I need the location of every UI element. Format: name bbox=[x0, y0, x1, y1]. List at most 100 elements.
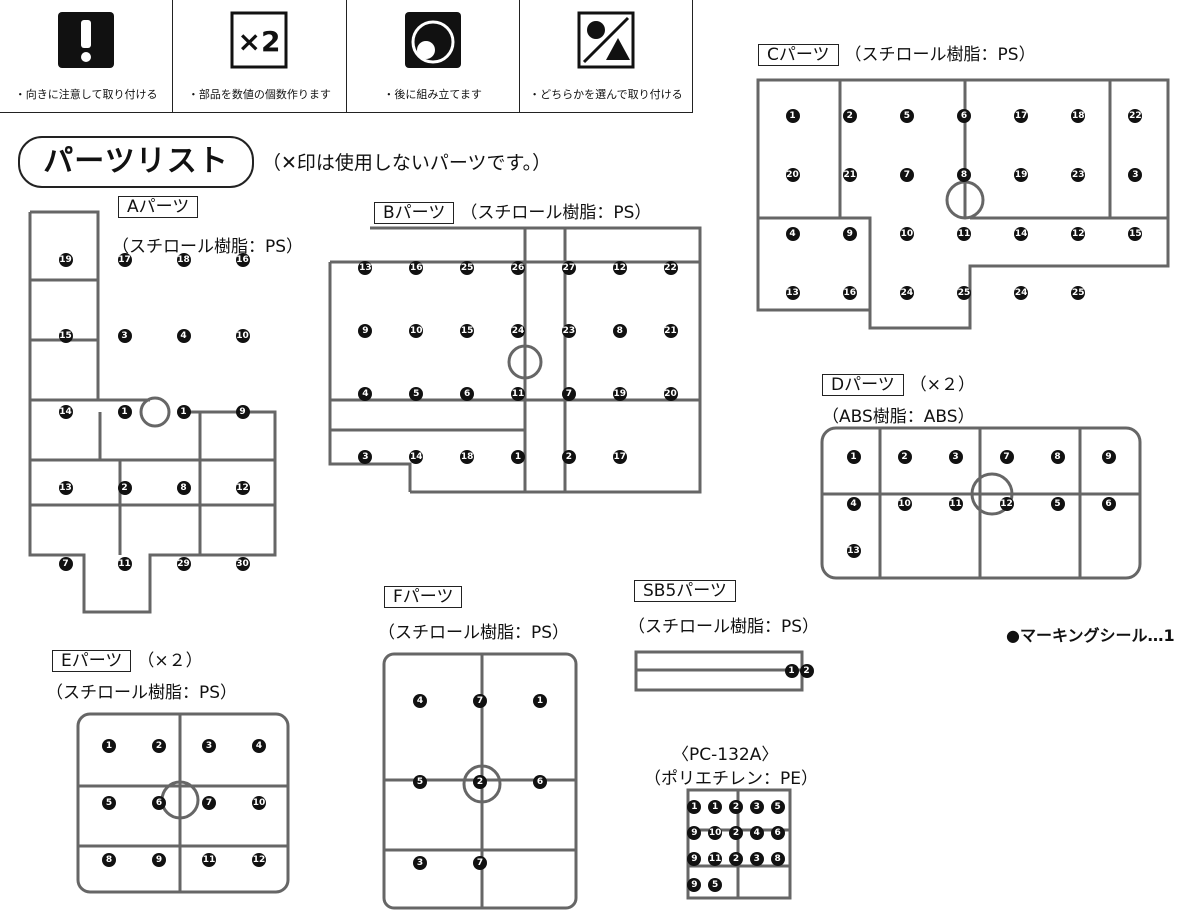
part-number-a: 1 bbox=[117, 405, 132, 419]
part-number-b: 16 bbox=[409, 260, 424, 275]
part-number-a: 3 bbox=[117, 329, 132, 343]
runner-b-name: Bパーツ bbox=[374, 202, 455, 224]
part-number-a: 7 bbox=[58, 557, 73, 571]
symbol-legend: ・向きに注意して取り付ける ×2 ・部品を数値の個数作ります ・後に組み立てます… bbox=[0, 0, 693, 113]
part-number-c: 25 bbox=[957, 285, 971, 300]
part-number-b: 10 bbox=[409, 323, 424, 338]
part-number-c: 20 bbox=[785, 167, 800, 182]
legend-caption: ・どちらかを選んで取り付ける bbox=[529, 88, 683, 101]
runner-e-count: （×２） bbox=[137, 651, 203, 671]
part-number-d: 7 bbox=[999, 450, 1014, 465]
part-number-f: 6 bbox=[533, 775, 547, 789]
part-number-d: 8 bbox=[1050, 450, 1065, 465]
part-number-pc: 5 bbox=[770, 800, 785, 814]
part-number-pc: 5 bbox=[708, 878, 723, 892]
part-number-b: 2 bbox=[561, 449, 576, 464]
part-number-pc: 8 bbox=[770, 852, 785, 866]
runner-e-frame bbox=[76, 712, 290, 894]
part-number-e: 4 bbox=[252, 739, 266, 754]
part-number-a: 11 bbox=[117, 557, 132, 571]
part-number-c: 5 bbox=[899, 108, 914, 123]
part-number-c: 17 bbox=[1014, 108, 1029, 123]
runner-sb5-name: SB5パーツ bbox=[634, 580, 736, 602]
runner-d-material: （ABS樹脂：ABS） bbox=[822, 407, 975, 427]
part-number-a: 10 bbox=[235, 329, 250, 343]
runner-d-name: Dパーツ bbox=[822, 374, 904, 396]
runner-f-name: Fパーツ bbox=[384, 586, 463, 608]
runner-c-material: （スチロール樹脂：PS） bbox=[844, 45, 1036, 65]
part-number-c: 15 bbox=[1128, 226, 1143, 241]
part-number-b: 24 bbox=[511, 323, 525, 338]
runner-c-frame bbox=[756, 78, 1170, 330]
exclamation-icon bbox=[58, 12, 115, 68]
times-two-icon: ×2 bbox=[230, 11, 288, 69]
runner-b-material: （スチロール樹脂：PS） bbox=[460, 203, 652, 223]
part-number-b: 26 bbox=[511, 260, 525, 275]
unused-parts-note: （✕印は使用しないパーツです。） bbox=[262, 152, 552, 174]
part-number-b: 18 bbox=[460, 449, 475, 464]
runner-b-label: Bパーツ（スチロール樹脂：PS） bbox=[374, 198, 651, 224]
runner-sb5-frame bbox=[634, 650, 804, 692]
part-number-b: 14 bbox=[409, 449, 424, 464]
part-number-f: 1 bbox=[533, 693, 547, 708]
part-number-d: 4 bbox=[846, 497, 861, 511]
part-number-c: 1 bbox=[785, 108, 800, 123]
part-number-c: 24 bbox=[899, 285, 914, 300]
part-number-pc: 9 bbox=[687, 878, 702, 892]
runner-pc-material: （ポリエチレン：PE） bbox=[644, 769, 818, 789]
choose-one-icon bbox=[577, 11, 635, 69]
part-number-a: 18 bbox=[176, 253, 191, 267]
part-number-a: 14 bbox=[58, 405, 73, 419]
part-number-c: 19 bbox=[1014, 167, 1029, 182]
part-number-c: 21 bbox=[842, 167, 857, 182]
part-number-a: 8 bbox=[176, 481, 191, 495]
part-number-b: 4 bbox=[358, 386, 373, 401]
part-number-b: 22 bbox=[663, 260, 678, 275]
part-number-a: 19 bbox=[58, 253, 73, 267]
runner-f-material: （スチロール樹脂：PS） bbox=[378, 623, 570, 643]
part-number-c: 10 bbox=[899, 226, 914, 241]
runner-d-frame bbox=[820, 426, 1142, 580]
circle-after-icon bbox=[404, 12, 461, 68]
part-number-a: 30 bbox=[235, 557, 250, 571]
part-number-b: 15 bbox=[460, 323, 475, 338]
part-number-f: 2 bbox=[473, 775, 487, 789]
part-number-b: 9 bbox=[358, 323, 373, 338]
runner-a-name: Aパーツ bbox=[118, 196, 199, 218]
part-number-sb5: 2 bbox=[799, 664, 814, 678]
marking-sticker-note: ●マーキングシール…1 bbox=[1006, 626, 1175, 645]
runner-c-label: Cパーツ（スチロール樹脂：PS） bbox=[758, 40, 1036, 66]
part-number-b: 21 bbox=[663, 323, 678, 338]
part-number-a: 13 bbox=[58, 481, 73, 495]
part-number-e: 10 bbox=[252, 796, 266, 810]
part-number-e: 11 bbox=[202, 852, 216, 867]
part-number-c: 16 bbox=[842, 285, 857, 300]
legend-cell-orientation: ・向きに注意して取り付ける bbox=[0, 0, 172, 112]
runner-sb5-material: （スチロール樹脂：PS） bbox=[628, 617, 820, 637]
part-number-e: 3 bbox=[202, 739, 216, 754]
runner-d-count: （×２） bbox=[909, 375, 976, 395]
runner-pc-label: 〈PC-132A〉 bbox=[672, 745, 779, 765]
part-number-a: 15 bbox=[58, 329, 73, 343]
part-number-d: 13 bbox=[846, 543, 861, 558]
part-number-f: 5 bbox=[413, 775, 427, 789]
part-number-b: 27 bbox=[561, 260, 576, 275]
part-number-b: 12 bbox=[612, 260, 627, 275]
part-number-b: 19 bbox=[612, 386, 627, 401]
runner-e-material: （スチロール樹脂：PS） bbox=[46, 683, 238, 703]
part-number-f: 7 bbox=[473, 856, 487, 871]
part-number-e: 6 bbox=[152, 796, 166, 810]
legend-caption: ・後に組み立てます bbox=[383, 88, 482, 101]
part-number-b: 8 bbox=[612, 323, 627, 338]
part-number-pc: 1 bbox=[708, 800, 723, 814]
part-number-d: 3 bbox=[948, 450, 963, 465]
runner-e-label: Eパーツ（×２） bbox=[52, 646, 203, 672]
part-number-c: 2 bbox=[842, 108, 857, 123]
part-number-b: 6 bbox=[460, 386, 475, 401]
part-number-c: 6 bbox=[957, 108, 971, 123]
part-number-b: 5 bbox=[409, 386, 424, 401]
part-number-d: 11 bbox=[948, 497, 963, 511]
part-number-e: 12 bbox=[252, 852, 266, 867]
part-number-c: 14 bbox=[1014, 226, 1029, 241]
